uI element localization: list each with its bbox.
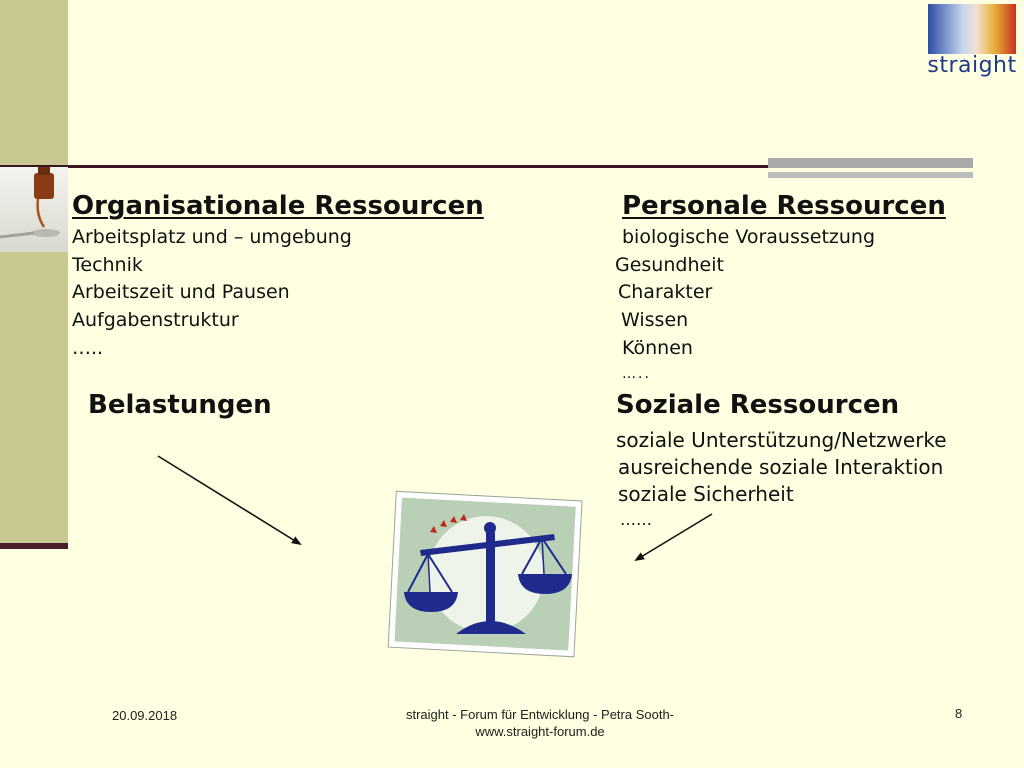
organisational-resources-heading: Organisationale Ressourcen <box>72 191 484 221</box>
left-arrow <box>157 455 302 546</box>
social-resources-heading: Soziale Ressourcen <box>616 390 900 420</box>
personal-item-health: Gesundheit <box>615 254 724 276</box>
org-item-technology: Technik <box>72 254 143 276</box>
personal-item-biological: biologische Voraussetzung <box>622 226 876 248</box>
gray-divider-bar-lower <box>768 172 973 178</box>
title-divider-line <box>0 165 775 168</box>
social-item-support: soziale Unterstützung/Netzwerke <box>616 428 947 452</box>
left-accent-bar-bottom <box>0 543 68 549</box>
footer-date: 20.09.2018 <box>112 708 178 723</box>
medicine-spoon-image <box>0 167 68 252</box>
logo-text: straight <box>927 53 1017 78</box>
footer-page-number: 8 <box>955 706 963 721</box>
personal-item-ellipsis: ….. <box>622 366 651 382</box>
footer-center-text: straight - Forum für Entwicklung - Petra… <box>360 706 720 740</box>
footer-center-line2: www.straight-forum.de <box>475 724 605 739</box>
social-item-interaction: ausreichende soziale Interaktion <box>618 455 944 479</box>
footer-center-line1: straight - Forum für Entwicklung - Petra… <box>405 707 675 722</box>
gray-divider-bar <box>768 158 973 168</box>
strains-heading: Belastungen <box>88 390 272 420</box>
social-item-ellipsis: …… <box>620 510 652 529</box>
balance-scale-icon <box>387 490 583 658</box>
org-item-ellipsis: ….. <box>72 337 104 359</box>
right-arrow <box>634 513 713 562</box>
social-item-security: soziale Sicherheit <box>618 482 794 506</box>
org-item-working-hours: Arbeitszeit und Pausen <box>72 281 290 303</box>
personal-item-character: Charakter <box>618 281 713 303</box>
personal-resources-heading: Personale Ressourcen <box>622 191 946 221</box>
personal-item-ability: Können <box>622 337 693 359</box>
left-accent-bar <box>0 0 68 549</box>
org-item-task-structure: Aufgabenstruktur <box>72 309 239 331</box>
straight-logo: straight <box>924 4 1020 78</box>
personal-item-knowledge: Wissen <box>621 309 689 331</box>
org-item-workplace: Arbeitsplatz und – umgebung <box>72 226 352 248</box>
